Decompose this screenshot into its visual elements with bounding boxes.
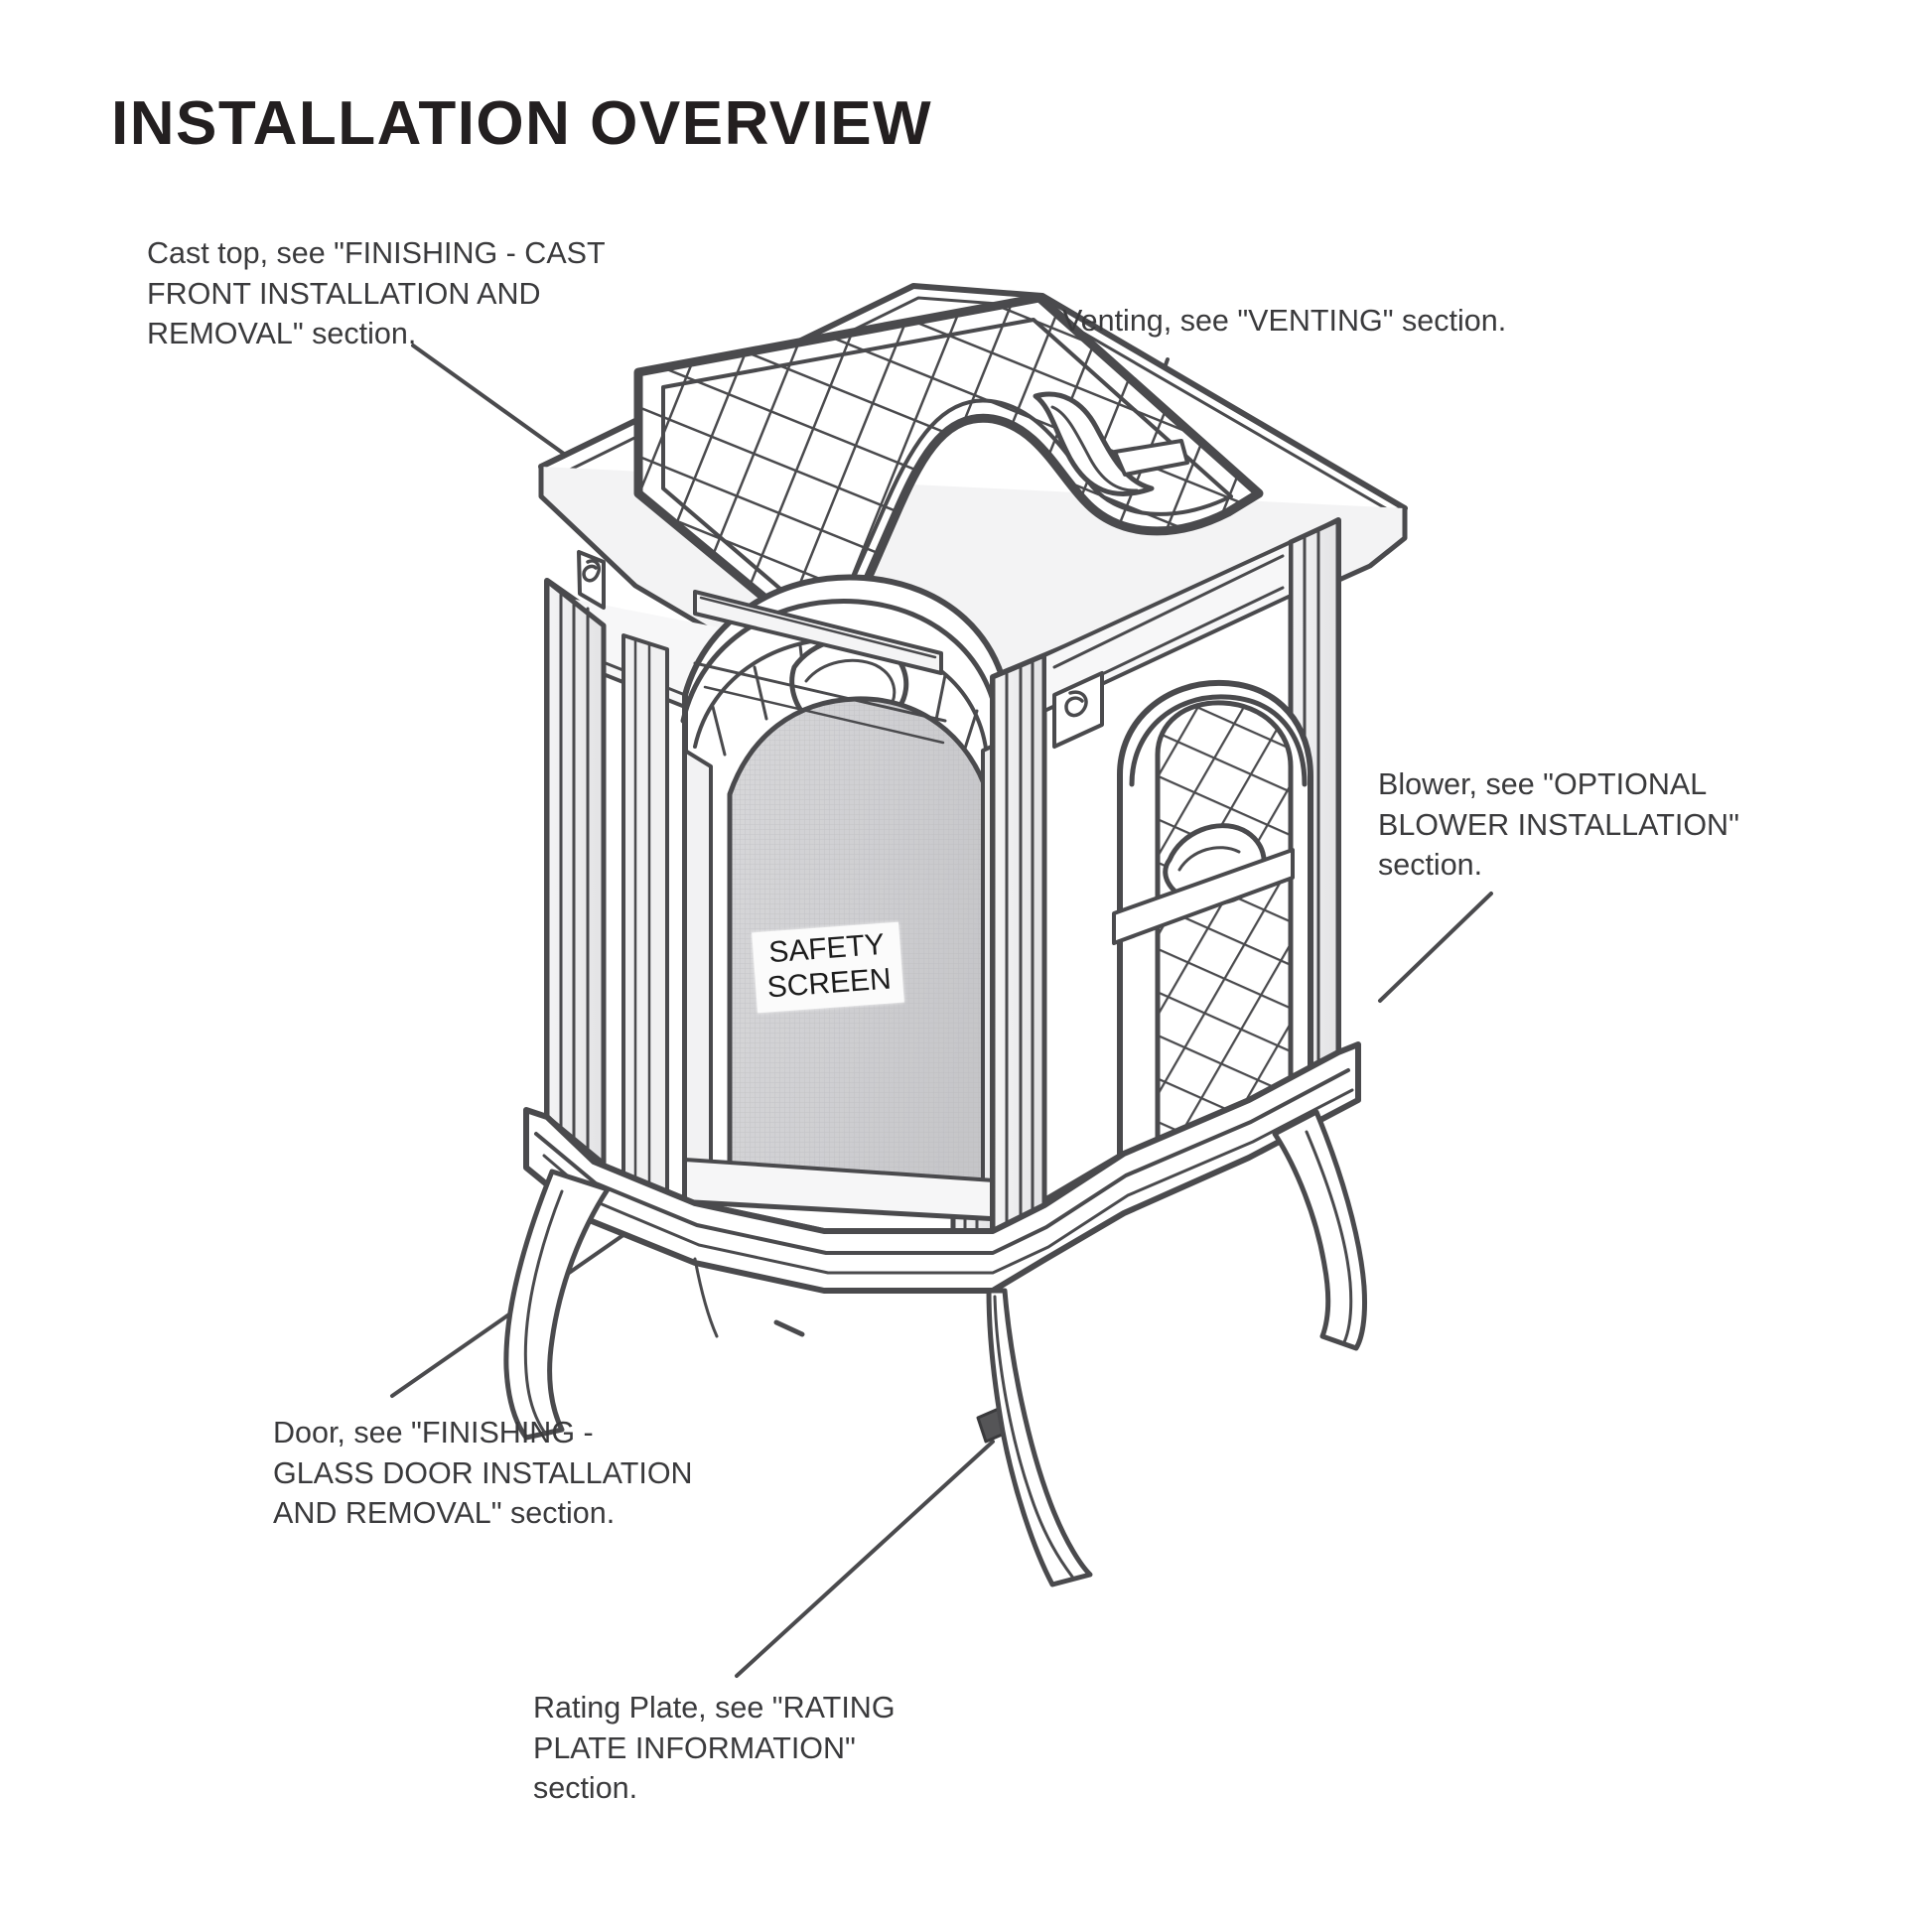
callout-venting: Venting, see "VENTING" section. [1062,304,1507,338]
stove-front-face [544,578,996,1236]
leader-line-cast-top [411,344,584,469]
leader-line-venting [1128,357,1170,467]
leader-line-rating [735,1440,995,1678]
front-rail-detail [577,550,947,745]
callout-cast-top: Cast top, see "FINISHING - CAST FRONT IN… [147,236,606,351]
leader-line-door [390,1173,711,1398]
callout-rating-plate: Rating Plate, see "RATING PLATE INFORMAT… [533,1691,896,1806]
flue-collar [1033,391,1189,496]
leader-line-blower [1378,892,1493,1003]
page-title: INSTALLATION OVERVIEW [111,89,933,158]
callout-blower: Blower, see "OPTIONAL BLOWER INSTALLATIO… [1378,767,1739,883]
stove-base [523,1041,1361,1444]
safety-screen-label: SAFETY SCREEN [752,921,904,1014]
callout-door: Door, see "FINISHING - GLASS DOOR INSTAL… [273,1416,693,1531]
stove-side-face [990,517,1341,1234]
glass-door [680,574,1012,1222]
